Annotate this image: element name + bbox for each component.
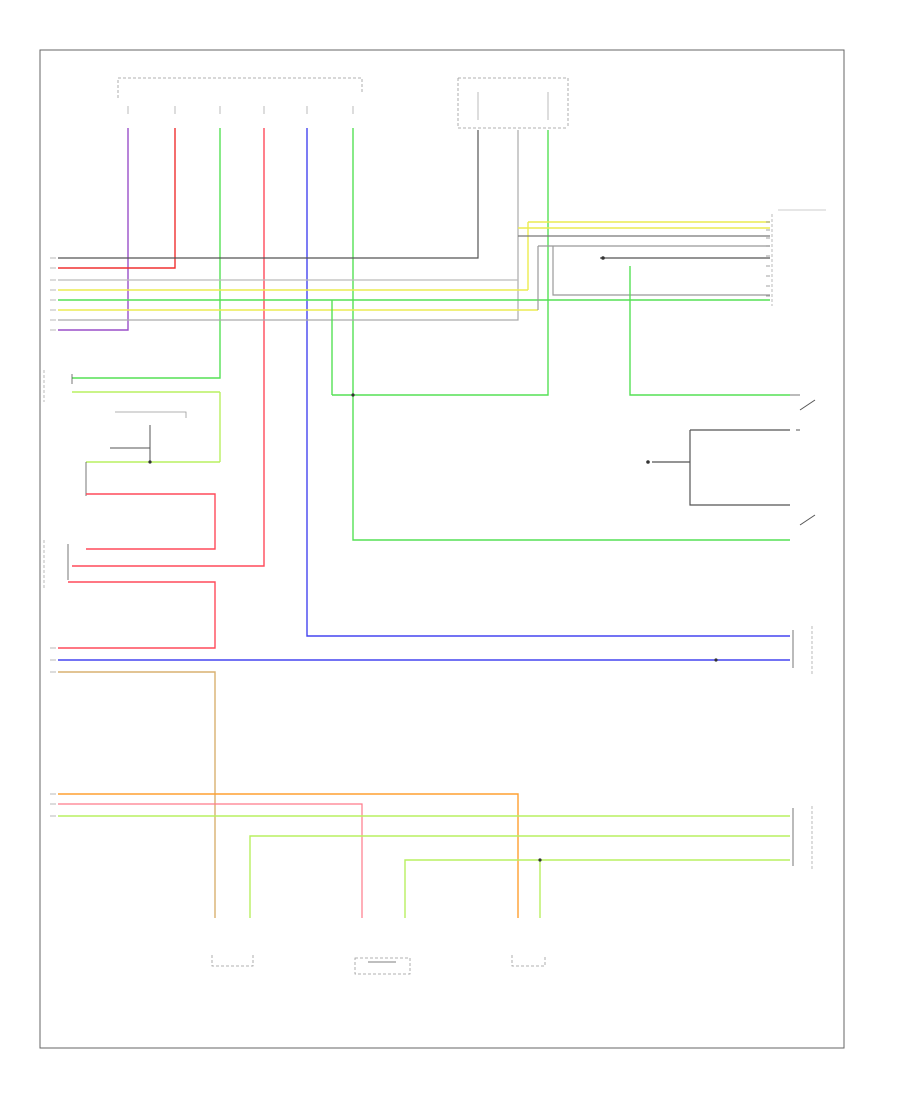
wire-orange (58, 793, 519, 918)
right-connector-blue (792, 626, 813, 676)
bottom-sensor-1 (211, 955, 254, 967)
wire-black-top (58, 130, 479, 259)
wire-red-1 (58, 128, 176, 269)
wire-tan (58, 671, 216, 918)
wire-gray-bus-2 (552, 246, 770, 296)
right-module-connector (766, 214, 773, 306)
left-edge-pins (50, 257, 56, 817)
top-left-connector (117, 77, 363, 114)
left-harness-group (58, 279, 553, 311)
wire-green-2 (352, 128, 790, 541)
diagram-frame (39, 49, 845, 1049)
bottom-sensor-3 (511, 955, 546, 967)
ground-dot (646, 460, 650, 464)
wire-pink-2 (58, 803, 363, 918)
left-component-1 (43, 370, 221, 462)
left-component-2 (86, 411, 220, 464)
wire-green-1 (72, 128, 221, 379)
wire-violet (58, 128, 129, 331)
wire-yellowgreen-2 (249, 835, 790, 918)
top-right-connector (457, 77, 569, 129)
wire-yellowgreen-3 (404, 859, 790, 918)
wire-gray-top (58, 130, 519, 321)
wire-black-switch-v (689, 430, 790, 506)
splice-dot-1 (601, 256, 605, 260)
center-connector-bits (331, 300, 355, 397)
switch-2 (799, 514, 816, 526)
wire-lightgreen-rm (629, 266, 790, 396)
wire-yellow-top (353, 130, 549, 396)
bottom-sensor-2 (354, 957, 411, 975)
wire-pink-1 (72, 128, 265, 567)
wire-blue-1 (306, 128, 790, 637)
left-component-3 (43, 462, 216, 649)
switch-1 (790, 394, 816, 431)
right-connector-lower (792, 806, 813, 870)
